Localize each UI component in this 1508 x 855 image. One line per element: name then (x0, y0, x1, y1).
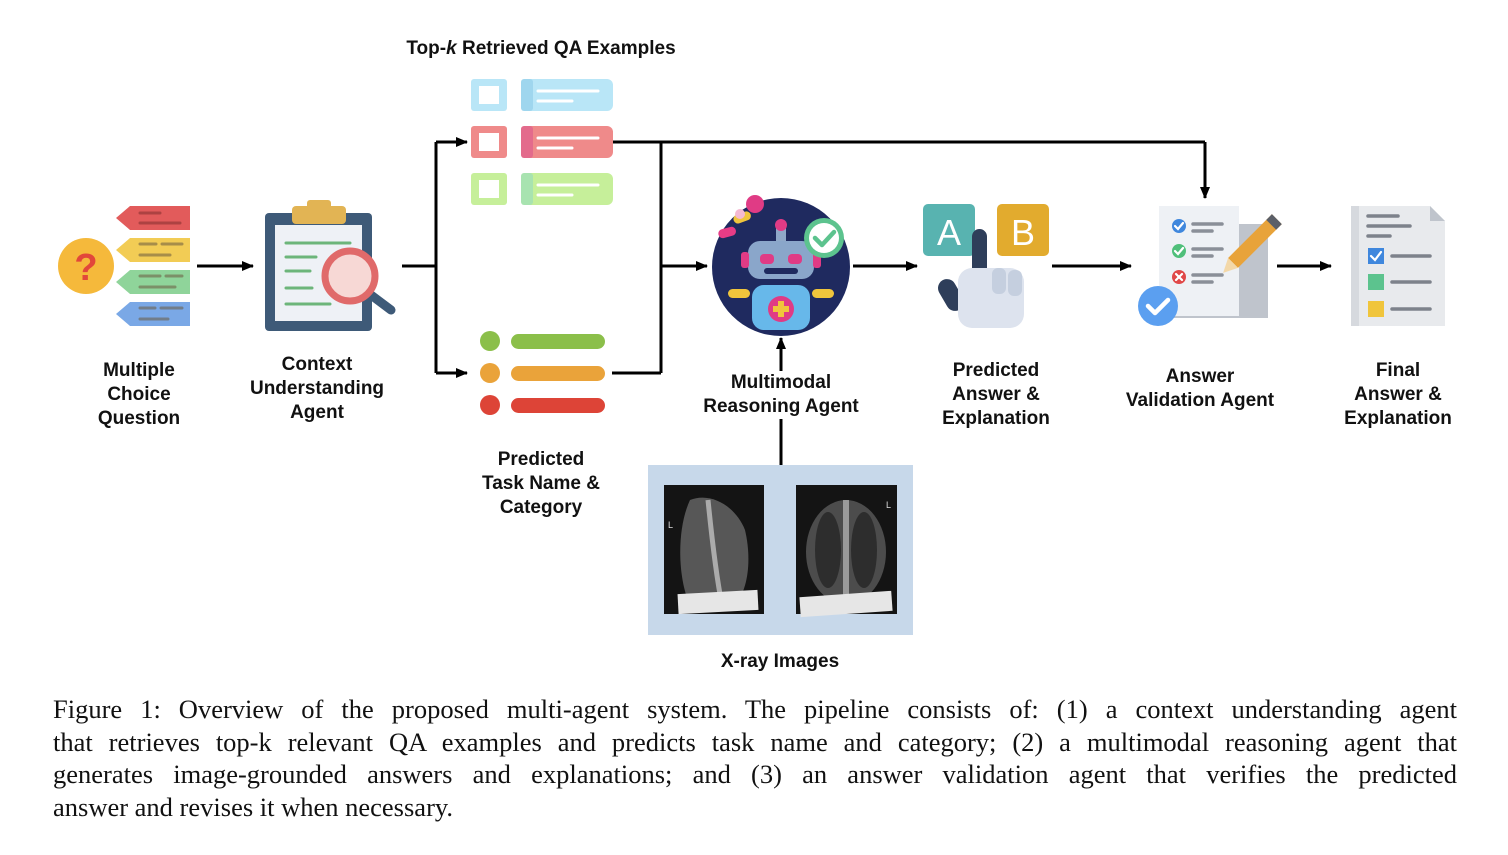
svg-text:L: L (886, 500, 891, 510)
category-list-icon (480, 331, 605, 415)
caption-line: Figure 1: Overview of the proposed multi… (53, 694, 1457, 724)
figure-caption: Figure 1: Overview of the proposed multi… (53, 693, 1457, 823)
xray-lateral-image: L (664, 485, 764, 615)
question-mark: ? (74, 247, 97, 289)
document-icon (1351, 206, 1445, 326)
xray-label: X-ray Images (720, 651, 840, 672)
connectors (197, 137, 1332, 465)
xray-frontal-image: L (796, 485, 897, 618)
letter-a: A (937, 212, 961, 253)
pipeline-diagram: ? (58, 79, 1445, 635)
caption-line: generates image-grounded answers and exp… (53, 759, 1457, 789)
caption-line: answer and revises it when necessary. (53, 791, 454, 822)
letter-b: B (1011, 212, 1035, 253)
question-tags-icon: ? (58, 206, 190, 326)
qa-list-icon (471, 79, 613, 205)
clipboard-magnifier-icon (265, 200, 396, 331)
xray-images-icon: L L (648, 465, 913, 635)
svg-text:L: L (668, 520, 673, 530)
ab-choice-hand-icon: A B (923, 204, 1049, 328)
topk-title: Top-k Retrieved QA Examples (406, 38, 676, 59)
caption-line: that retrieves top-k relevant QA example… (53, 726, 1457, 757)
robot-icon (712, 195, 850, 336)
checklist-pencil-icon (1138, 206, 1282, 326)
